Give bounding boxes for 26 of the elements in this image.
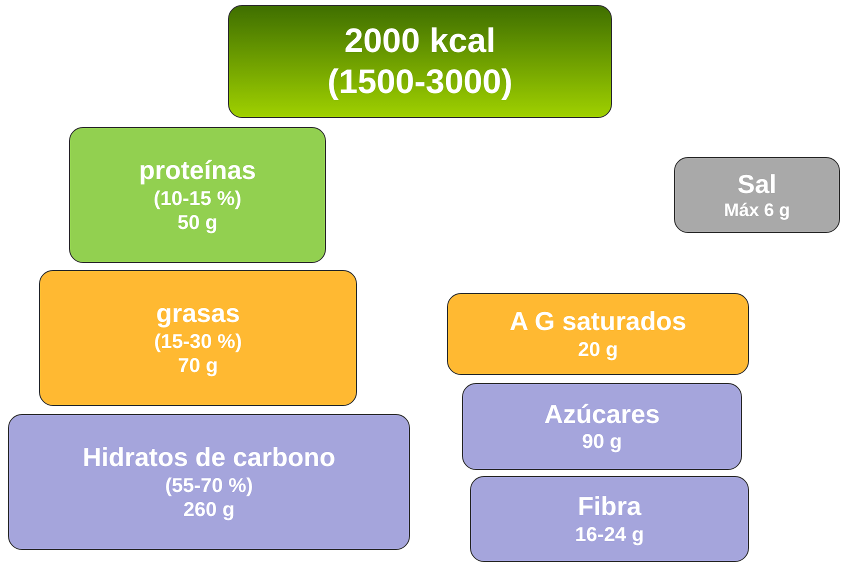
calorie-box xyxy=(228,5,612,118)
nutrient-amount: 50 g xyxy=(177,210,218,235)
nutrient-name: proteínas xyxy=(138,155,256,187)
nutrient-name: Hidratos de carbono xyxy=(82,442,336,474)
nutrient-amount: Máx 6 g xyxy=(724,200,790,222)
nutrient-name: Sal xyxy=(737,168,777,200)
fat-box xyxy=(39,270,357,406)
nutrient-name: grasas xyxy=(156,298,240,330)
sugar-box xyxy=(462,383,742,470)
nutrient-amount: 260 g xyxy=(183,498,235,522)
carbohydrate-box xyxy=(8,414,410,550)
nutrient-name: Azúcares xyxy=(544,398,660,430)
calorie-total: 2000 kcal (1500-3000) xyxy=(326,20,514,102)
nutrient-amount: 20 g xyxy=(578,338,618,362)
saturated-fat-box xyxy=(447,293,749,375)
salt-box xyxy=(674,157,840,233)
nutrient-detail: (55-70 %) xyxy=(165,474,253,498)
nutrient-detail: (10-15 %) xyxy=(154,186,242,211)
fiber-box xyxy=(470,476,749,562)
protein-box xyxy=(69,127,326,263)
nutrient-amount: 90 g xyxy=(582,430,622,454)
nutrient-name: A G saturados xyxy=(510,306,686,338)
nutrient-name: Fibra xyxy=(578,491,642,523)
nutrient-amount: 70 g xyxy=(178,354,218,378)
nutrient-amount: 16-24 g xyxy=(575,522,644,547)
nutrient-detail: (15-30 %) xyxy=(154,330,242,354)
